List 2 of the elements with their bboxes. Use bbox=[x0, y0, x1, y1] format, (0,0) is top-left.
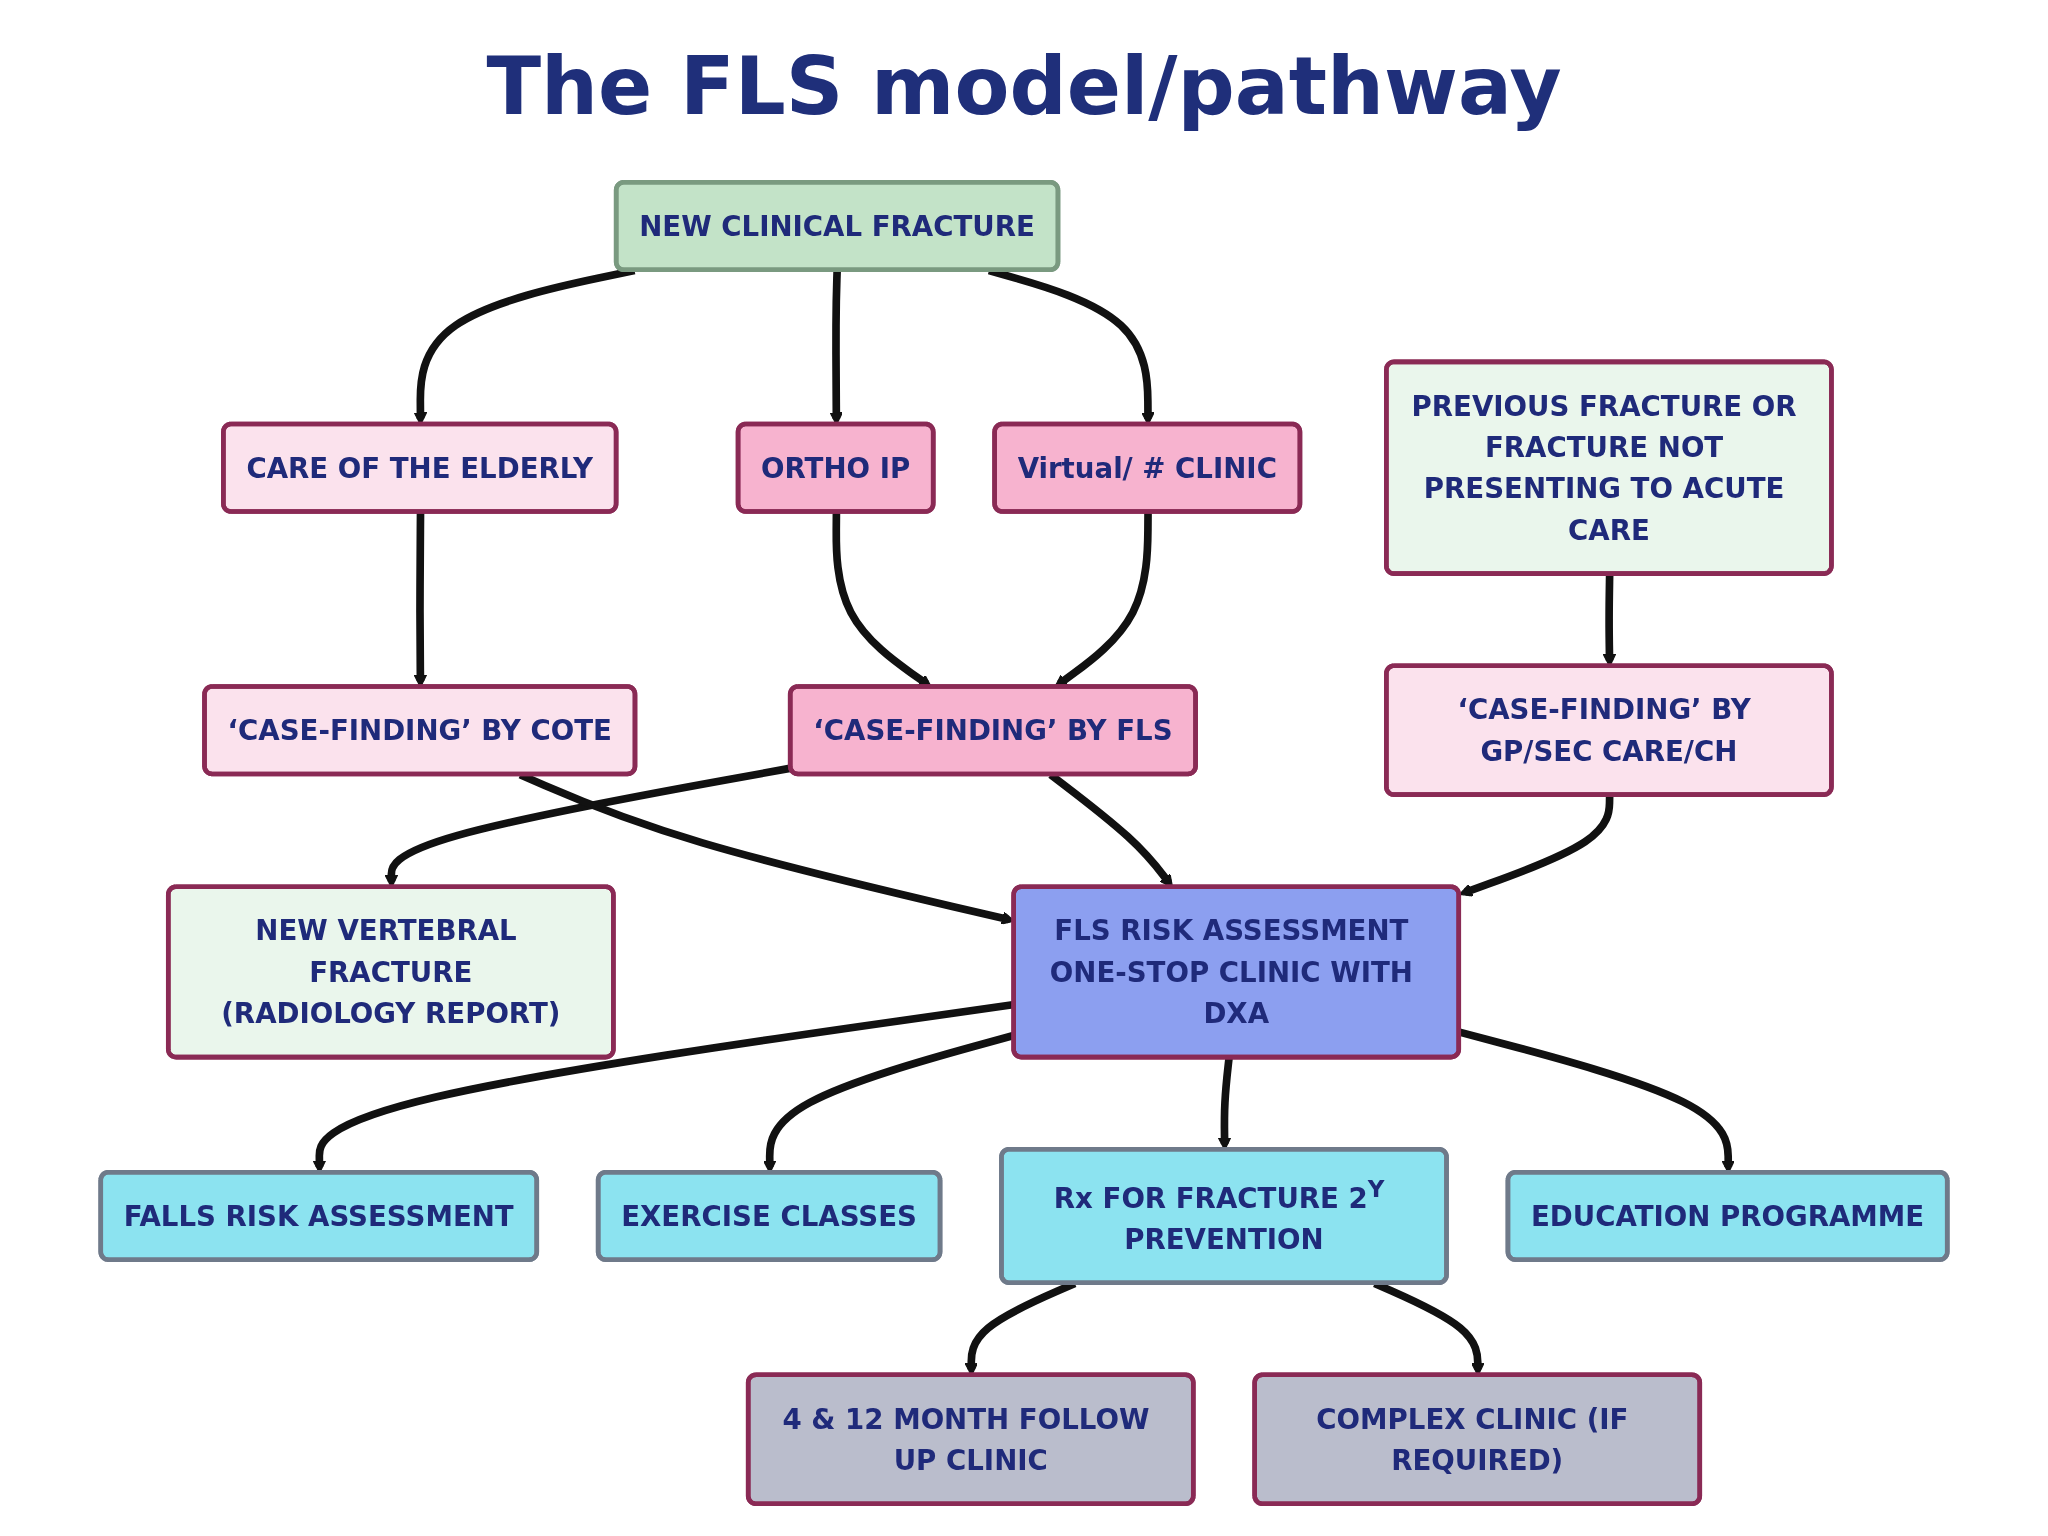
diagram-title: The FLS model/pathway bbox=[485, 40, 1563, 133]
arrow bbox=[1458, 795, 1614, 897]
